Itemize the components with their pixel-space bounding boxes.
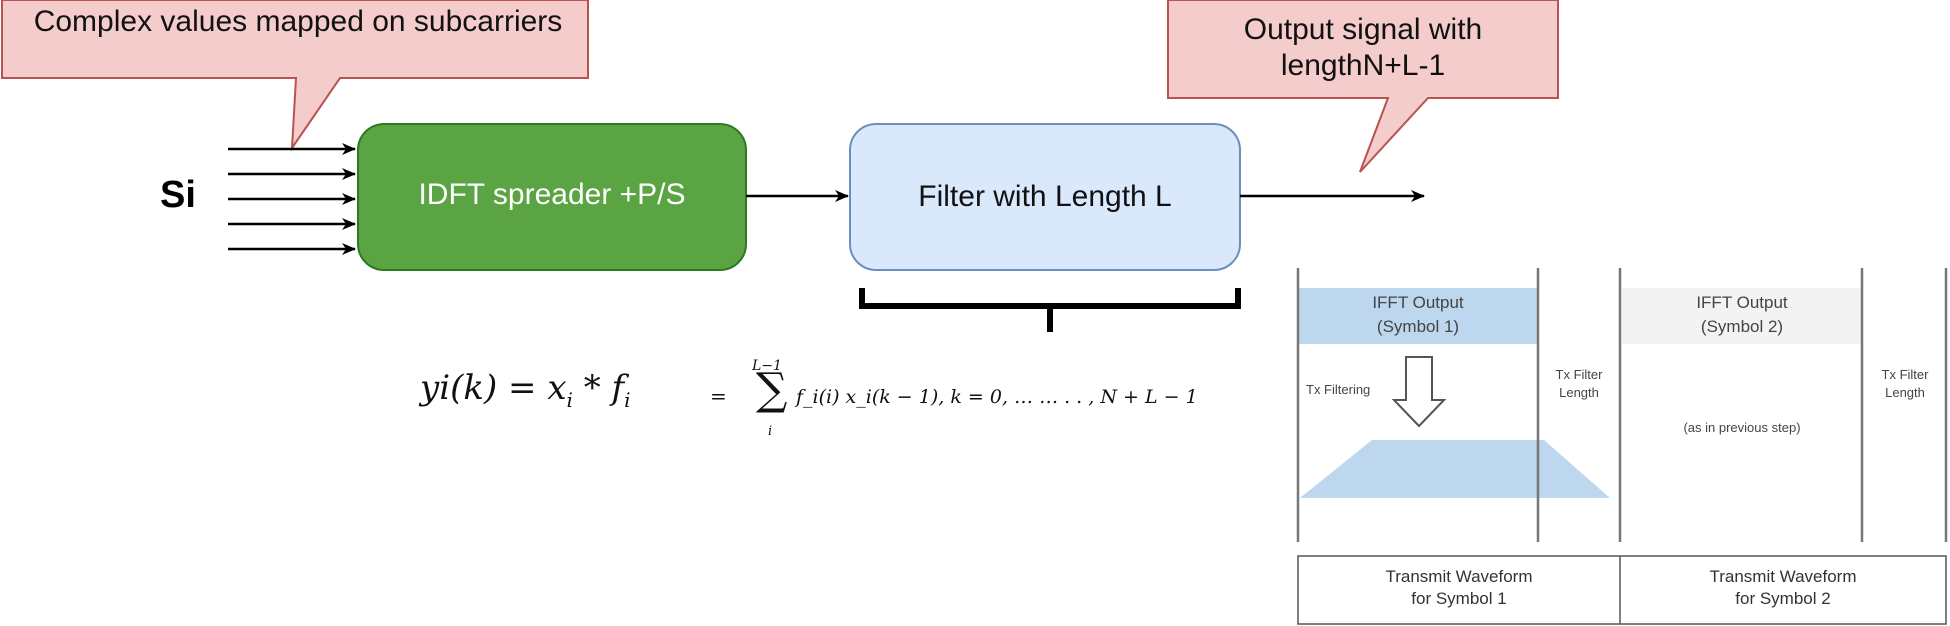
footer-symbol2-line1: Transmit Waveform xyxy=(1709,567,1857,586)
previous-step-note: (as in previous step) xyxy=(1683,420,1801,435)
symbol2-title: IFFT Output xyxy=(1696,293,1788,312)
input-arrows xyxy=(228,143,356,255)
filter-bracket xyxy=(859,288,1241,332)
filter-length-2-line1: Tx Filter xyxy=(1881,367,1929,382)
input-label: Si xyxy=(160,174,196,216)
sum-upper-limit: L−1 xyxy=(752,358,782,374)
sum-symbol: ∑ xyxy=(756,364,788,415)
filter-block-label: Filter with Length L xyxy=(918,180,1172,213)
footer-symbol2-line2: for Symbol 2 xyxy=(1735,589,1831,608)
sum-lower-limit: i xyxy=(768,424,773,439)
tx-filtering-label: Tx Filtering xyxy=(1306,382,1371,397)
symbol2-subtitle: (Symbol 2) xyxy=(1700,317,1784,336)
symbol1-subtitle: (Symbol 1) xyxy=(1376,317,1460,336)
equation-lhs: yi(k) = xi * fi xyxy=(420,368,631,412)
input-callout-text: Complex values mapped on subcarriers xyxy=(33,5,563,38)
filter-length-2-line2: Length xyxy=(1885,385,1925,400)
symbol1-title: IFFT Output xyxy=(1372,293,1464,312)
waveform-panel xyxy=(1296,268,1948,625)
output-callout-text: Output signal with lengthN+L-1 xyxy=(1243,13,1483,82)
filter-length-1-line2: Length xyxy=(1559,385,1599,400)
idft-block-label: IDFT spreader +P/S xyxy=(418,178,686,211)
input-callout xyxy=(1,0,589,152)
footer-symbol1-line2: for Symbol 1 xyxy=(1411,589,1507,608)
equation-rhs: f_i(i) x_i(k − 1), k = 0, … … . . , N + … xyxy=(796,386,1198,408)
output-callout xyxy=(1167,0,1559,173)
equation-equals: = xyxy=(710,384,727,408)
filter-length-1-line1: Tx Filter xyxy=(1555,367,1603,382)
footer-symbol1-line1: Transmit Waveform xyxy=(1385,567,1533,586)
